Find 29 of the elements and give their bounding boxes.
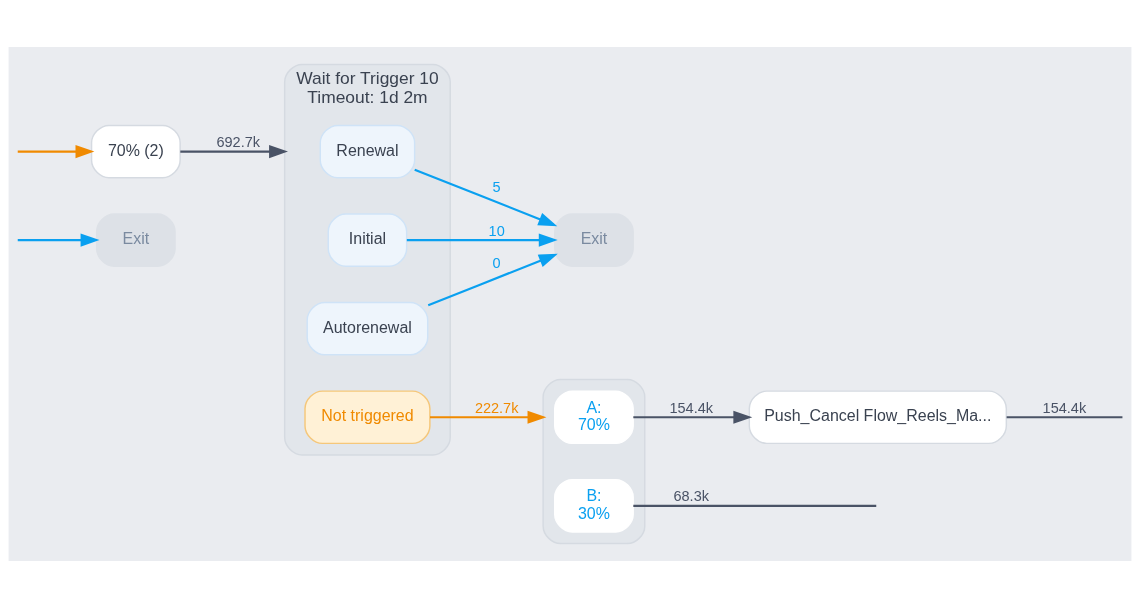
edge-label: 0 bbox=[492, 254, 501, 271]
arrow bbox=[180, 144, 288, 159]
arrow bbox=[633, 410, 753, 424]
arrow bbox=[17, 233, 100, 247]
edge-label: 154.4k bbox=[1042, 399, 1087, 416]
arrow bbox=[430, 410, 547, 424]
edge-label: 68.3k bbox=[673, 488, 709, 505]
node-box: Not triggered bbox=[304, 390, 431, 445]
connector bbox=[633, 504, 877, 507]
cluster bbox=[542, 378, 646, 545]
arrow bbox=[427, 253, 558, 307]
node-box: Autorenewal bbox=[306, 301, 429, 356]
arrow bbox=[414, 168, 558, 227]
node-box: A: 70% bbox=[554, 390, 634, 445]
node-box: B: 30% bbox=[554, 478, 634, 533]
edge-label: 10 bbox=[488, 222, 505, 239]
node-box: Renewal bbox=[319, 124, 416, 179]
node-box: 70% (2) bbox=[90, 124, 181, 179]
node-box: Exit bbox=[554, 213, 634, 267]
connector bbox=[1006, 416, 1123, 419]
edge-label: 222.7k bbox=[474, 399, 519, 416]
arrow bbox=[17, 144, 95, 159]
arrow bbox=[406, 233, 558, 247]
node-box: Exit bbox=[95, 213, 176, 267]
edge-label: 692.7k bbox=[216, 134, 260, 151]
edge-label: 154.4k bbox=[669, 399, 714, 416]
node-box: Initial bbox=[327, 213, 408, 267]
edge-label: 5 bbox=[492, 179, 501, 196]
node-box: Push_Cancel Flow_Reels_Ma... bbox=[748, 390, 1008, 445]
